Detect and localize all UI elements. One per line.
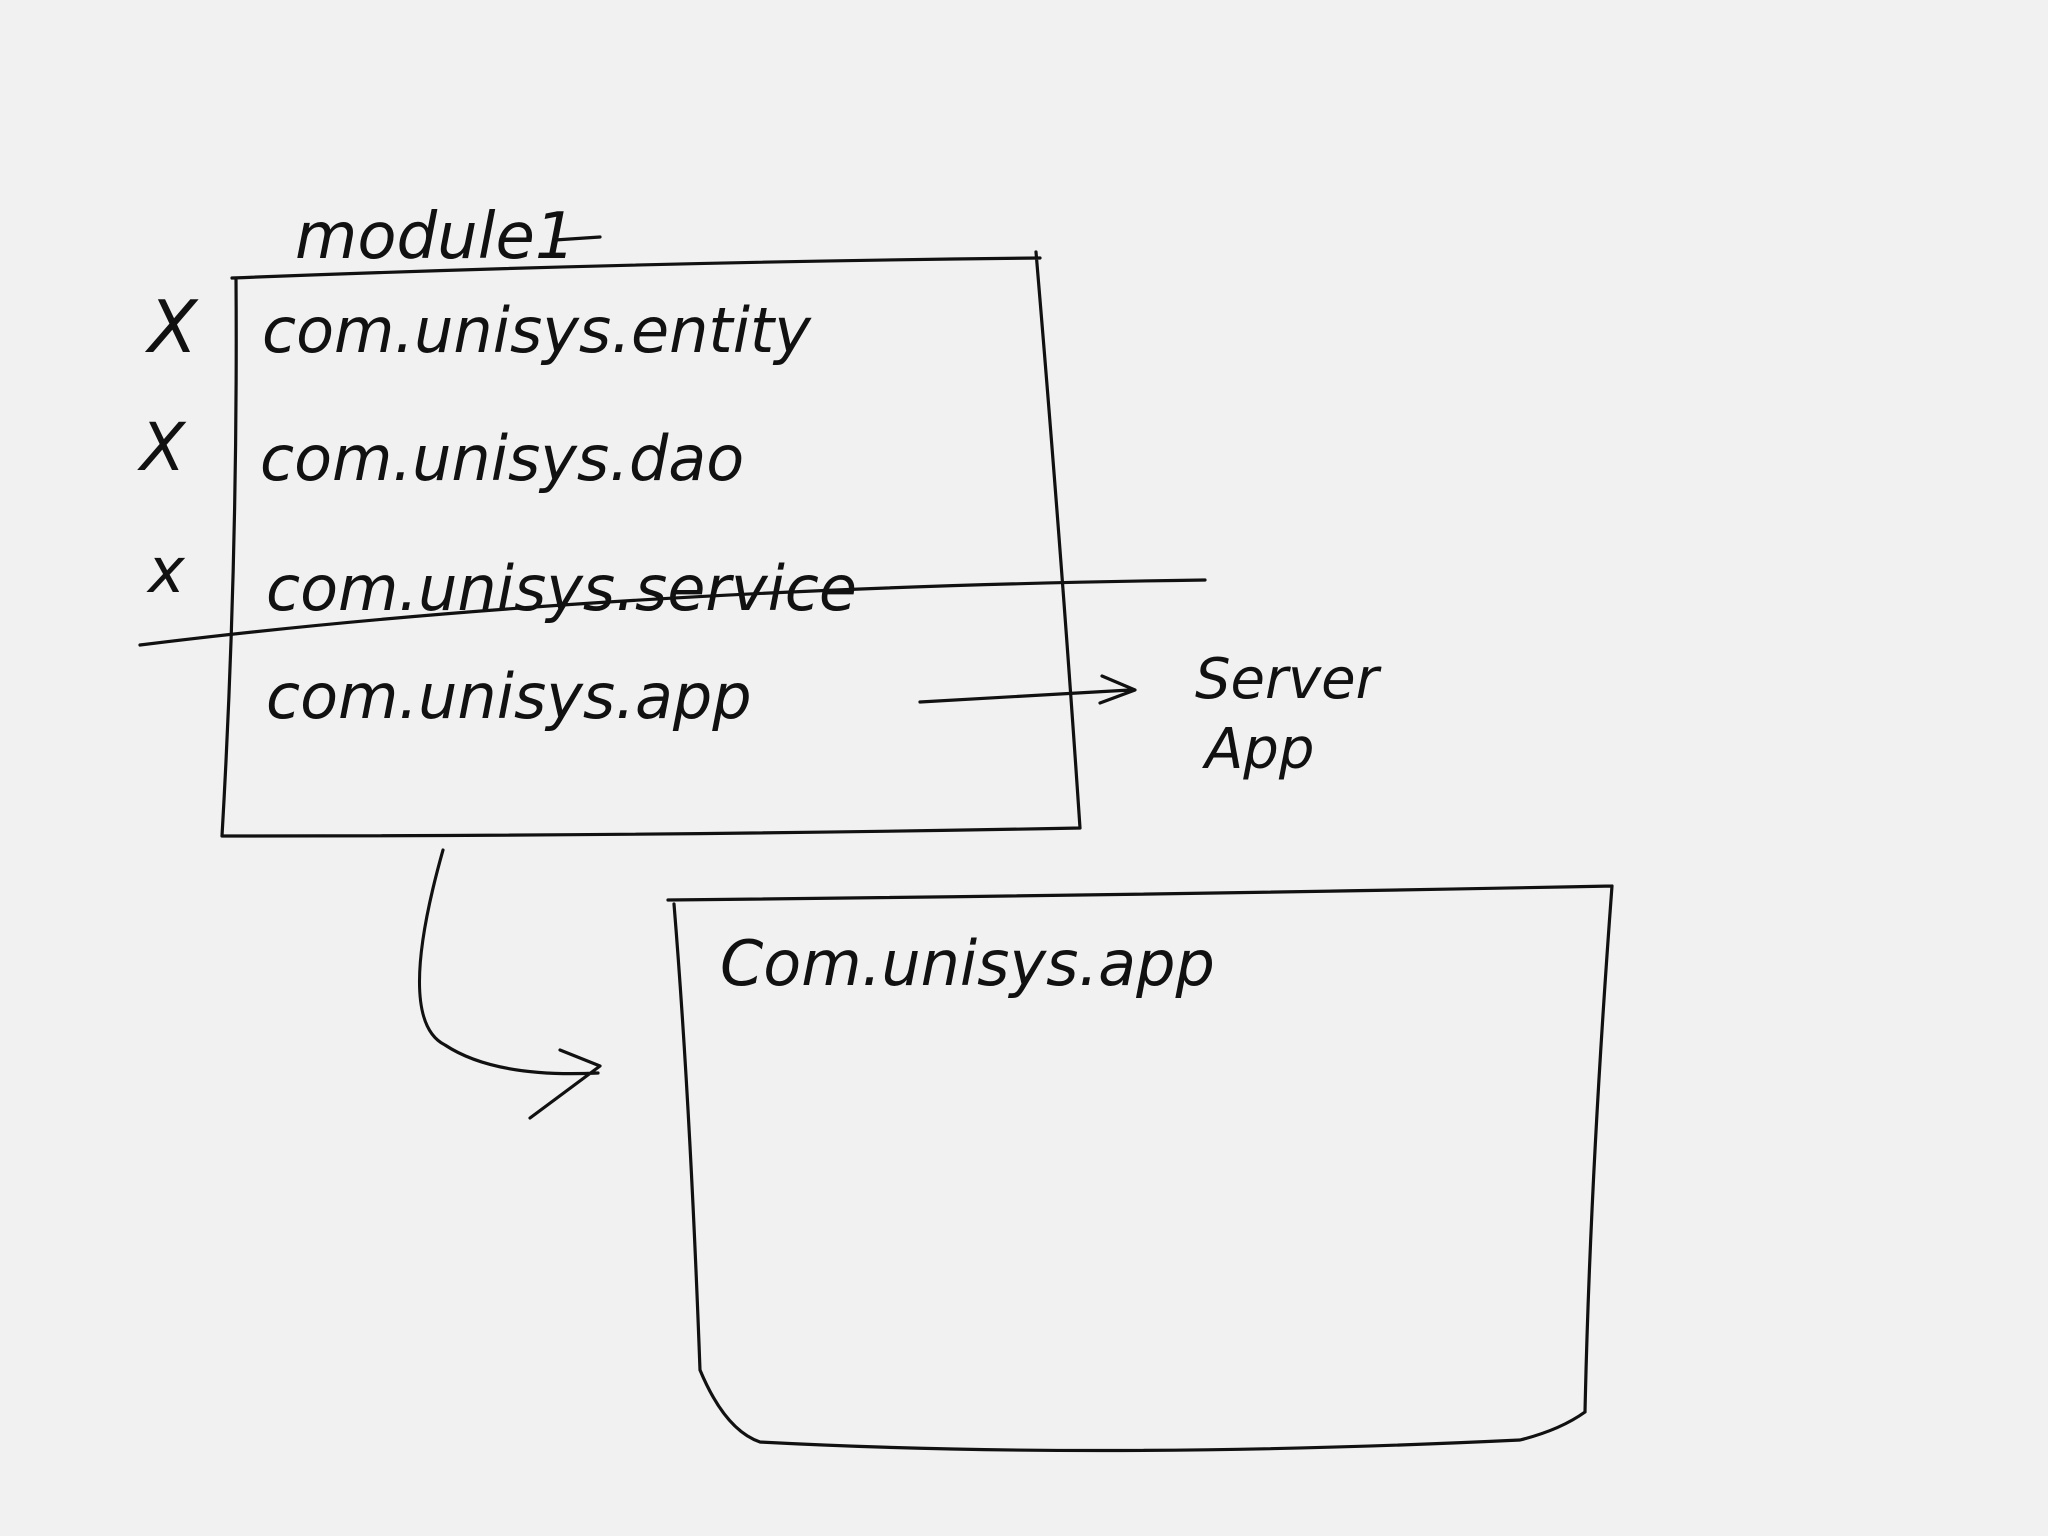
module1-title-underline [553, 235, 602, 242]
arrow-to-server-app [918, 674, 1137, 705]
new-module-package-label: Com.unisys.app [720, 927, 1215, 1000]
module1-title: module1 [295, 200, 576, 274]
split-line [138, 578, 1207, 647]
server-app-label-line2: App [1202, 717, 1314, 782]
package-app-label: com.unisys.app [266, 660, 752, 733]
package-service-label: com.unisys.service [266, 552, 857, 625]
exclude-mark-dao: X [137, 409, 187, 486]
exclude-mark-entity: X [144, 285, 199, 369]
new-module-box [666, 884, 1614, 1453]
server-app-label-line1: Server [1195, 647, 1382, 712]
arrow-to-new-module [417, 848, 602, 1120]
module1-box [220, 250, 1082, 838]
exclude-mark-service: x [146, 534, 186, 607]
package-entity-label: com.unisys.entity [262, 294, 812, 367]
package-dao-label: com.unisys.dao [260, 422, 744, 495]
